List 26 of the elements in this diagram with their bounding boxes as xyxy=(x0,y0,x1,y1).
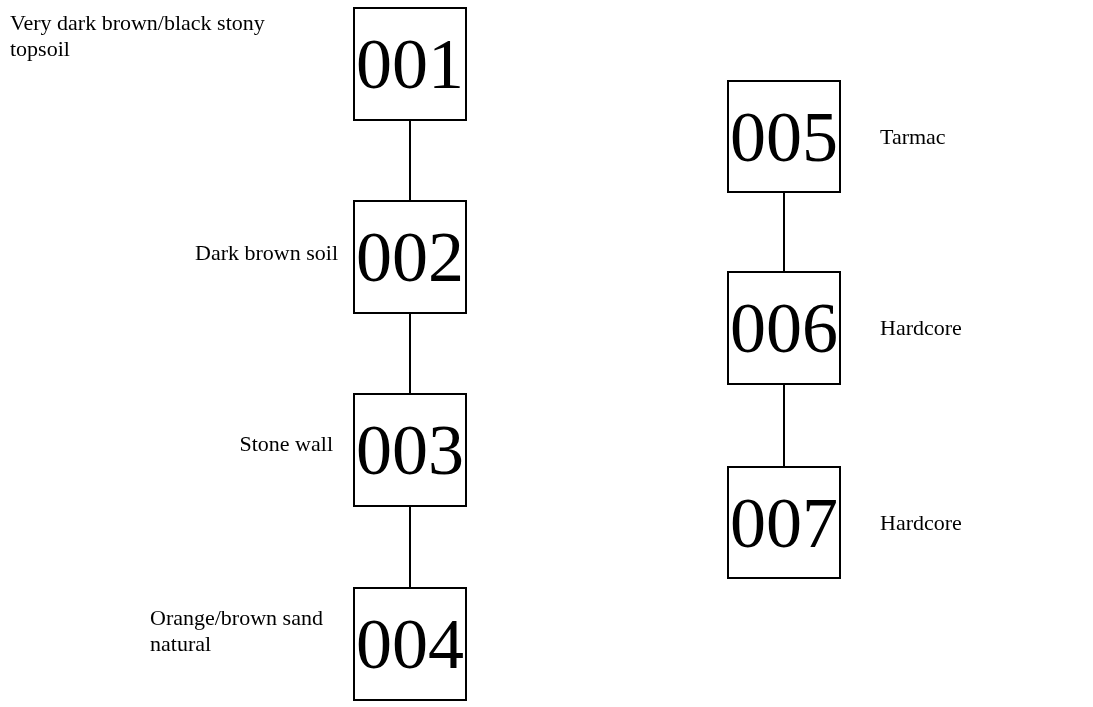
context-number: 005 xyxy=(730,100,838,173)
context-number: 006 xyxy=(730,292,838,364)
context-number: 004 xyxy=(356,608,464,680)
context-box xyxy=(353,200,467,314)
connector-line xyxy=(409,313,411,394)
context-box xyxy=(353,393,467,507)
context-number: 007 xyxy=(730,486,838,559)
context-box xyxy=(727,271,841,385)
context-description: Hardcore xyxy=(880,510,963,537)
context-number: 003 xyxy=(356,414,464,486)
context-description: Tarmac xyxy=(880,124,947,151)
connector-line xyxy=(409,120,411,201)
context-description: Dark brown soil xyxy=(194,240,338,267)
connector-line xyxy=(783,384,785,467)
context-number: 002 xyxy=(356,221,464,293)
connector-line xyxy=(409,506,411,588)
context-description: Very dark brown/black stony topsoil xyxy=(10,10,266,63)
context-description: Orange/brown sand natural xyxy=(150,605,324,658)
context-box xyxy=(353,7,467,121)
context-box xyxy=(353,587,467,701)
context-number: 001 xyxy=(356,28,464,100)
context-description: Stone wall xyxy=(238,431,333,458)
connector-line xyxy=(783,192,785,272)
context-box xyxy=(727,466,841,579)
context-description: Hardcore xyxy=(880,315,963,342)
context-box xyxy=(727,80,841,193)
